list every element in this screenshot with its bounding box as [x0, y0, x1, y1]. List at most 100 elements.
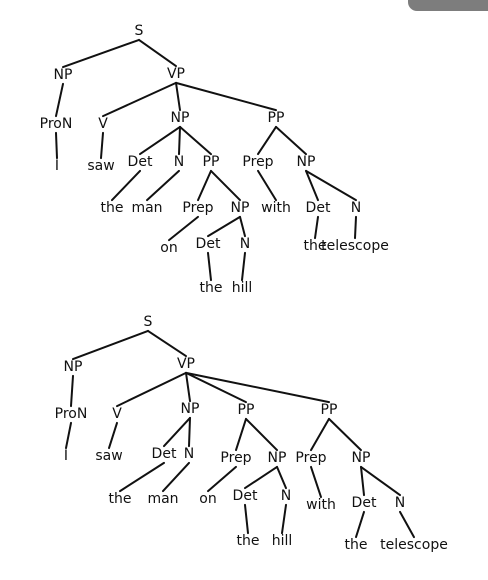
tree-2-node-pp2: PP [321, 402, 338, 418]
tree-2-edge-vp-to-v [116, 371, 187, 408]
tree-2-edge-pp1-to-np3 [245, 417, 278, 452]
tree-1-edge-pron-to-i [55, 131, 58, 160]
tree-1-edge-prep2-to-with [257, 169, 277, 202]
tree-2-node-the3: the [345, 537, 368, 553]
tree-1-edge-det2-to-the2 [207, 251, 212, 282]
tree-1-node-i: I [55, 158, 59, 174]
tree-1-node-the3: the [304, 238, 327, 254]
tree-2-node-pron: ProN [55, 406, 88, 422]
tree-2-edge-pron-to-i [65, 421, 72, 450]
tree-2-node-det2: Det [233, 488, 258, 504]
tree-2-node-the1: the [109, 491, 132, 507]
tree-1-edge-n1-to-man [146, 169, 180, 202]
tree-1-edge-np4-to-n3 [305, 169, 357, 202]
tree-1-node-the2: the [200, 280, 223, 296]
tree-2-edge-det2-to-the2 [244, 503, 249, 535]
tree-2-edge-np2-to-det1 [163, 416, 191, 448]
tree-1-edge-np1-to-pron [55, 82, 64, 118]
tree-2-edge-n2-to-hill [281, 503, 287, 535]
tree-1-edge-det3-to-the3 [314, 215, 319, 240]
tree-2-edge-det1-to-the1 [119, 461, 165, 493]
tree-2-edge-np2-to-n1 [188, 416, 191, 448]
tree-2-node-n2: N [281, 488, 291, 504]
tree-2-edge-vp-to-np2 [185, 371, 191, 403]
tree-2-node-np3: NP [268, 450, 287, 466]
tree-1-edge-s-to-vp [138, 38, 177, 68]
tree-2-node-prep2: Prep [295, 450, 326, 466]
tree-1-edge-v-to-saw [100, 131, 104, 160]
tree-1-node-v: V [98, 116, 108, 132]
tree-2-edge-np3-to-n2 [276, 465, 287, 490]
tree-2-edge-prep2-to-with [310, 465, 322, 499]
tree-2-node-n1: N [184, 446, 194, 462]
tree-2-edge-np3-to-det2 [244, 465, 278, 490]
tree-1-node-on: on [160, 240, 177, 256]
tree-1-node-n3: N [351, 200, 361, 216]
tree-2-edge-s-to-np1 [72, 329, 149, 361]
tree-2-edge-np1-to-pron [70, 374, 74, 408]
tree-1-edge-np2-to-det1 [139, 125, 181, 156]
tree-1-edge-det1-to-the1 [111, 169, 141, 202]
tree-2-node-with: with [306, 497, 336, 513]
tree-2-node-n3: N [395, 495, 405, 511]
tree-2-node-det1: Det [152, 446, 177, 462]
tree-1-node-pp2: PP [203, 154, 220, 170]
tree-2-edge-v-to-saw [108, 421, 118, 450]
tree-2-edge-prep1-to-on [207, 465, 237, 493]
tree-1-node-n2: N [240, 236, 250, 252]
tree-2-edge-pp2-to-np4 [328, 417, 362, 452]
tree-1-edge-pp1-to-np4 [275, 125, 307, 156]
tree-2-edge-s-to-vp [147, 329, 187, 358]
tree-1-node-the1: the [101, 200, 124, 216]
tree-1-node-np1: NP [54, 67, 73, 83]
tree-1-edge-s-to-np1 [62, 38, 140, 69]
tree-1-edge-np2-to-n1 [178, 125, 181, 156]
tree-2-node-man: man [147, 491, 178, 507]
tree-2-edge-np4-to-n3 [360, 465, 401, 497]
tree-1-node-n1: N [174, 154, 184, 170]
tree-1-edge-np2-to-pp2 [179, 125, 212, 156]
tree-1-edge-prep1-to-on [168, 215, 199, 242]
tree-2-edge-pp2-to-prep2 [310, 417, 330, 452]
tree-1-node-man: man [131, 200, 162, 216]
tree-1-edge-pp1-to-prep2 [257, 125, 277, 156]
tree-1-node-det3: Det [306, 200, 331, 216]
tree-2-node-hill: hill [272, 533, 293, 549]
tree-1-node-saw: saw [87, 158, 114, 174]
tree-1-edge-vp-to-pp1 [175, 81, 277, 112]
tree-2-node-i: I [64, 448, 68, 464]
tree-2-node-on: on [199, 491, 216, 507]
tree-1-node-pp1: PP [268, 110, 285, 126]
tree-1-node-np4: NP [297, 154, 316, 170]
tree-1-edge-np3-to-det2 [207, 215, 241, 238]
tree-1-edge-vp-to-v [102, 81, 177, 118]
tree-2-edge-vp-to-pp2 [185, 371, 330, 404]
tree-1-edge-pp2-to-np3 [210, 169, 241, 202]
tree-1-node-telescope: telescope [321, 238, 389, 254]
tree-1-node-prep1: Prep [182, 200, 213, 216]
tree-1-edge-pp2-to-prep1 [197, 169, 212, 202]
tree-2-node-np1: NP [64, 359, 83, 375]
tree-1-edge-np3-to-n2 [239, 215, 246, 238]
tree-2-edge-pp1-to-prep1 [235, 417, 247, 452]
tree-1-node-hill: hill [232, 280, 253, 296]
tree-2-node-np2: NP [181, 401, 200, 417]
tree-2-node-vp: VP [177, 356, 195, 372]
tree-1-edge-n2-to-hill [241, 251, 246, 282]
tree-2-edge-n1-to-man [162, 461, 190, 493]
tree-1-node-np2: NP [171, 110, 190, 126]
tree-2-node-np4: NP [352, 450, 371, 466]
tree-2-edge-det3-to-the3 [355, 510, 365, 539]
tree-2-node-v: V [112, 406, 122, 422]
tree-2-node-pp1: PP [238, 402, 255, 418]
tree-1-node-det2: Det [196, 236, 221, 252]
tree-1-node-s: S [135, 23, 144, 39]
tree-1-node-prep2: Prep [242, 154, 273, 170]
tree-2-node-prep1: Prep [220, 450, 251, 466]
tree-2-node-saw: saw [95, 448, 122, 464]
tree-2-node-s: S [144, 314, 153, 330]
tree-1-node-with: with [261, 200, 291, 216]
